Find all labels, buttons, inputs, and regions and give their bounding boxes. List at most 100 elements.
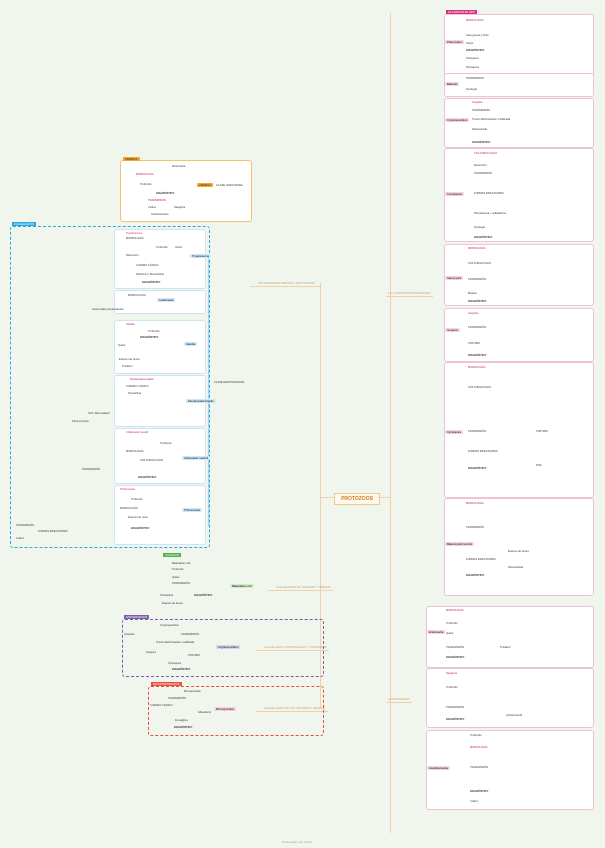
plasmodium-t2: Gota gruesa y frotis xyxy=(466,34,489,37)
amebas-text-3: Trofozoíto xyxy=(140,183,152,186)
babesia-node[interactable]: Babesia xyxy=(445,82,460,86)
blasto-t3: FORMAS INFECTANTES xyxy=(466,558,496,561)
isospora-panel xyxy=(444,308,594,362)
amebas-naegleria: Naegleria xyxy=(174,206,186,209)
apico1-t5: Tinidazol xyxy=(500,646,511,649)
micro-t3: CUADRO CLÍNICO xyxy=(150,704,173,707)
blasto-panel xyxy=(444,498,594,596)
toxo-t6: Serología xyxy=(474,226,486,229)
sarco-t1: MORFOLOGÍA xyxy=(468,247,486,250)
apico2-t2: Trofozoíto xyxy=(446,686,458,689)
trichomonas-dx: DIAGNÓSTICO xyxy=(131,527,150,530)
plasmodium-node[interactable]: Plasmodium xyxy=(445,40,465,44)
apico-panel-1 xyxy=(426,606,594,668)
blasto-node[interactable]: Blastocystis hominis xyxy=(445,542,475,546)
ciliados-node[interactable]: Balantidium coli xyxy=(230,584,254,588)
micro-t4: Albendazol xyxy=(198,711,211,714)
sarco-node[interactable]: Sarcocystis xyxy=(445,276,464,280)
toxo-t3: TRANSMISIÓN xyxy=(474,172,493,175)
trypanosoma-head: Trypanosoma xyxy=(126,232,142,235)
apico3-t1: Trofozoíto xyxy=(470,734,482,737)
micro-node[interactable]: Microsporidios xyxy=(214,707,237,711)
esporozoos-node[interactable]: Cryptosporidium xyxy=(216,645,241,649)
micro-dx: DIAGNÓSTICO xyxy=(174,726,193,729)
giardia-quiste: Quiste xyxy=(118,344,126,347)
cyclo-t4: FORMAS INFECTANTES xyxy=(468,450,498,453)
sarco-t4: Biopsia xyxy=(468,292,477,295)
apico2-t3: TRANSMISIÓN xyxy=(446,706,465,709)
esporozoos-panel xyxy=(122,619,324,677)
trichomonas-left3: Cultivo xyxy=(16,537,24,540)
giardia-panel xyxy=(114,320,206,374)
flagelados-panel xyxy=(10,226,210,548)
micro-t1: Microsporidios xyxy=(184,690,201,693)
cyclo-t3: TRANSMISIÓN xyxy=(468,430,487,433)
apico2-t4: Anfotericina B xyxy=(506,714,523,717)
sarco-dx: DIAGNÓSTICO xyxy=(468,300,487,303)
isospora-node[interactable]: Isospora xyxy=(445,328,460,332)
sarco-panel xyxy=(444,244,594,306)
amebas-text-2: MORFOLOGÍA xyxy=(136,173,154,176)
blasto-dx: DIAGNÓSTICO xyxy=(466,574,485,577)
dientamoeba-metro: OJO: Metronidazol xyxy=(88,412,110,415)
plasmodium-t5: Primaquina xyxy=(466,66,480,69)
trypanosoma-morf: MORFOLOGÍA xyxy=(126,237,144,240)
esporozoos-t5: Isospora xyxy=(146,651,156,654)
toxo-node[interactable]: Toxoplasma xyxy=(445,192,464,196)
central-topic[interactable]: PROTOZOOS xyxy=(334,493,380,505)
branch-filo[interactable]: FILO SARCOMASTIGOPHORA xyxy=(386,291,433,297)
esporozoos-tag: ESPOROZOOS xyxy=(124,615,150,619)
plasmodium-t3: Vector xyxy=(466,42,474,45)
amebas-tag: AMEBAS xyxy=(123,157,140,161)
plasmodium-dx: DIAGNÓSTICO xyxy=(466,49,485,52)
leishmania-node[interactable]: Leishmania xyxy=(157,298,176,302)
apico3-dx: DIAGNÓSTICO xyxy=(470,790,489,793)
plasmodium-t1: MORFOLOGÍA xyxy=(466,19,484,22)
chilomastix-node[interactable]: Chilomastix mesnili xyxy=(182,456,210,460)
ciliados-t2: Trofozoíto xyxy=(172,568,184,571)
cyclo-t2: CICLO BIOLÓGICO xyxy=(468,386,492,389)
trypanosoma-cuadro: CUADRO CLÍNICO xyxy=(136,264,159,267)
trypanosoma-trofo: Trofozoíto xyxy=(156,246,168,249)
toxo-t5: Pirimetamina + sulfadiazina xyxy=(474,212,506,215)
esporozoos-t1: Cryptosporidium xyxy=(160,624,179,627)
ciliados-t4: TRANSMISIÓN xyxy=(172,582,191,585)
branch-apicomplexa[interactable]: APICOMPLEXA xyxy=(386,697,412,703)
amebas-node-main[interactable]: AMEBAS xyxy=(197,183,213,187)
apico-node-1[interactable]: Entamoeba xyxy=(427,630,446,634)
chilomastix-ciclo: CICLO BIOLÓGICO xyxy=(140,459,164,462)
isospora-t1: Ooquiste xyxy=(468,312,479,315)
blasto-t1: MORFOLOGÍA xyxy=(466,502,484,505)
trypanosoma-vector: Vector xyxy=(175,246,183,249)
micro-panel xyxy=(148,686,324,736)
trypanosoma-node[interactable]: Trypanosoma xyxy=(190,254,211,258)
giardia-head: Giardia xyxy=(126,323,135,326)
micro-t2: TRANSMISIÓN xyxy=(168,697,187,700)
esporozoos-dx: DIAGNÓSTICO xyxy=(172,668,191,671)
blasto-t5: Nitazoxanida xyxy=(508,566,523,569)
dientamoeba-tetra: Tetraciclina xyxy=(128,392,141,395)
amebas-node-clase[interactable]: CLASE SARCODINA xyxy=(216,183,243,187)
esporozoos-t2: Ooquiste xyxy=(124,633,135,636)
trichomonas-panel xyxy=(114,485,206,545)
plasmodium-tag: PLASMODIUM SPP xyxy=(446,10,478,14)
apico1-t4: TRANSMISIÓN xyxy=(446,646,465,649)
esporozoos-t6: TMP-SMX xyxy=(188,654,200,657)
ciliados-t1: Balantidium coli xyxy=(172,562,191,565)
chilomastix-morf: MORFOLOGÍA xyxy=(126,450,144,453)
apico-node-3[interactable]: Acanthamoeba xyxy=(427,766,450,770)
trichomonas-trofo: Trofozoíto xyxy=(131,498,143,501)
giardia-node[interactable]: Giardia xyxy=(184,342,198,346)
crypto-node[interactable]: Cryptosporidium xyxy=(445,118,470,122)
cyclo-t6: PCR xyxy=(536,464,542,467)
isospora-t2: TRANSMISIÓN xyxy=(468,326,487,329)
amebas-trans: TRANSMISIÓN xyxy=(148,199,167,202)
dientamoeba-node[interactable]: Dientamoeba fragilis xyxy=(186,399,216,403)
isospora-dx: DIAGNÓSTICO xyxy=(468,354,487,357)
trichomonas-node[interactable]: Trichomonas xyxy=(182,508,203,512)
amebas-acanth: Acanthamoeba xyxy=(151,213,169,216)
sarco-t3: TRANSMISIÓN xyxy=(468,278,487,281)
trypanosoma-dx: DIAGNÓSTICO xyxy=(142,281,161,284)
flagelados-clase: CLASE MASTIGOPHORA xyxy=(214,381,245,384)
cyclo-node[interactable]: Cyclospora xyxy=(445,430,463,434)
